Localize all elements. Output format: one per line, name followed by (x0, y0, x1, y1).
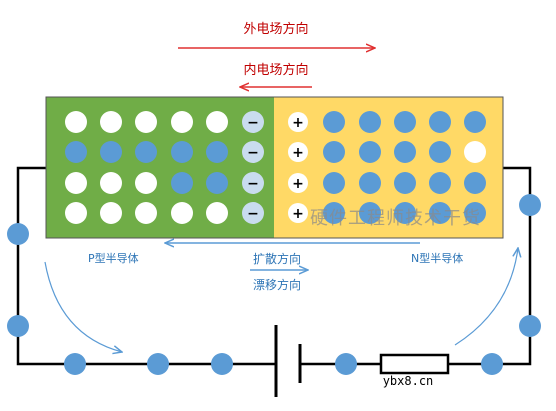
wire-electron (211, 353, 233, 375)
p-hole (100, 202, 122, 224)
n-electron (359, 111, 381, 133)
wire-electrons (7, 194, 541, 375)
p-electron (206, 141, 228, 163)
drift-label: 漂移方向 (253, 277, 301, 292)
positive-ion (288, 173, 308, 193)
plus-sign: + (292, 145, 304, 161)
diffusion-label: 扩散方向 (253, 251, 301, 266)
curved-arrow-right (454, 248, 518, 346)
n-type-label: N型半导体 (411, 251, 463, 265)
internal-field-label: 内电场方向 (243, 62, 308, 78)
wire-electron (335, 353, 357, 375)
p-electron (100, 141, 122, 163)
n-electron (464, 172, 486, 194)
n-electron (429, 111, 451, 133)
p-electron (135, 141, 157, 163)
wire-electron (64, 353, 86, 375)
external-field-label: 外电场方向 (243, 21, 308, 37)
p-hole (171, 202, 193, 224)
p-hole (135, 111, 157, 133)
wire-electron (519, 194, 541, 216)
n-electron (464, 111, 486, 133)
n-electron (394, 202, 416, 224)
negative-ion (242, 202, 264, 224)
p-electron (171, 141, 193, 163)
minus-sign: − (247, 206, 259, 222)
curved-arrow-left (44, 261, 122, 352)
particles: − − − − + + + + (65, 111, 486, 224)
minus-sign: − (247, 176, 259, 192)
minus-sign: − (247, 145, 259, 161)
plus-sign: + (292, 176, 304, 192)
positive-ion (288, 112, 308, 132)
plus-sign: + (292, 206, 304, 222)
n-electron (359, 141, 381, 163)
negative-ion (242, 141, 264, 163)
n-electron (464, 202, 486, 224)
n-electron (323, 202, 345, 224)
n-electron (429, 141, 451, 163)
p-electron (171, 172, 193, 194)
p-hole (135, 202, 157, 224)
wire-electron (147, 353, 169, 375)
p-electron (206, 172, 228, 194)
wire-electron (519, 315, 541, 337)
p-hole (100, 111, 122, 133)
resistor (379, 353, 450, 375)
n-electron (323, 141, 345, 163)
positive-ion (288, 203, 308, 223)
n-electron (429, 202, 451, 224)
p-hole (65, 202, 87, 224)
plus-sign: + (292, 115, 304, 131)
junction-border (45, 96, 504, 239)
p-type-label: P型半导体 (88, 251, 139, 265)
n-electron (394, 111, 416, 133)
negative-ion (242, 172, 264, 194)
minus-sign: − (247, 115, 259, 131)
watermark: 硬件工程师技术干货 (310, 208, 481, 229)
n-electron (394, 172, 416, 194)
p-hole (135, 172, 157, 194)
wire-electron (7, 315, 29, 337)
site-label: ybx8.cn (383, 374, 434, 388)
wire-electron (7, 223, 29, 245)
negative-ion (242, 111, 264, 133)
n-electron (323, 111, 345, 133)
p-hole (171, 111, 193, 133)
wire-electron (481, 353, 503, 375)
p-hole (206, 202, 228, 224)
n-electron (323, 172, 345, 194)
p-hole (100, 172, 122, 194)
n-hole (464, 141, 486, 163)
positive-ion (288, 142, 308, 162)
n-electron (394, 141, 416, 163)
p-hole (65, 111, 87, 133)
p-electron (65, 141, 87, 163)
n-electron (359, 172, 381, 194)
p-hole (65, 172, 87, 194)
n-electron (429, 172, 451, 194)
n-electron (359, 202, 381, 224)
p-hole (206, 111, 228, 133)
